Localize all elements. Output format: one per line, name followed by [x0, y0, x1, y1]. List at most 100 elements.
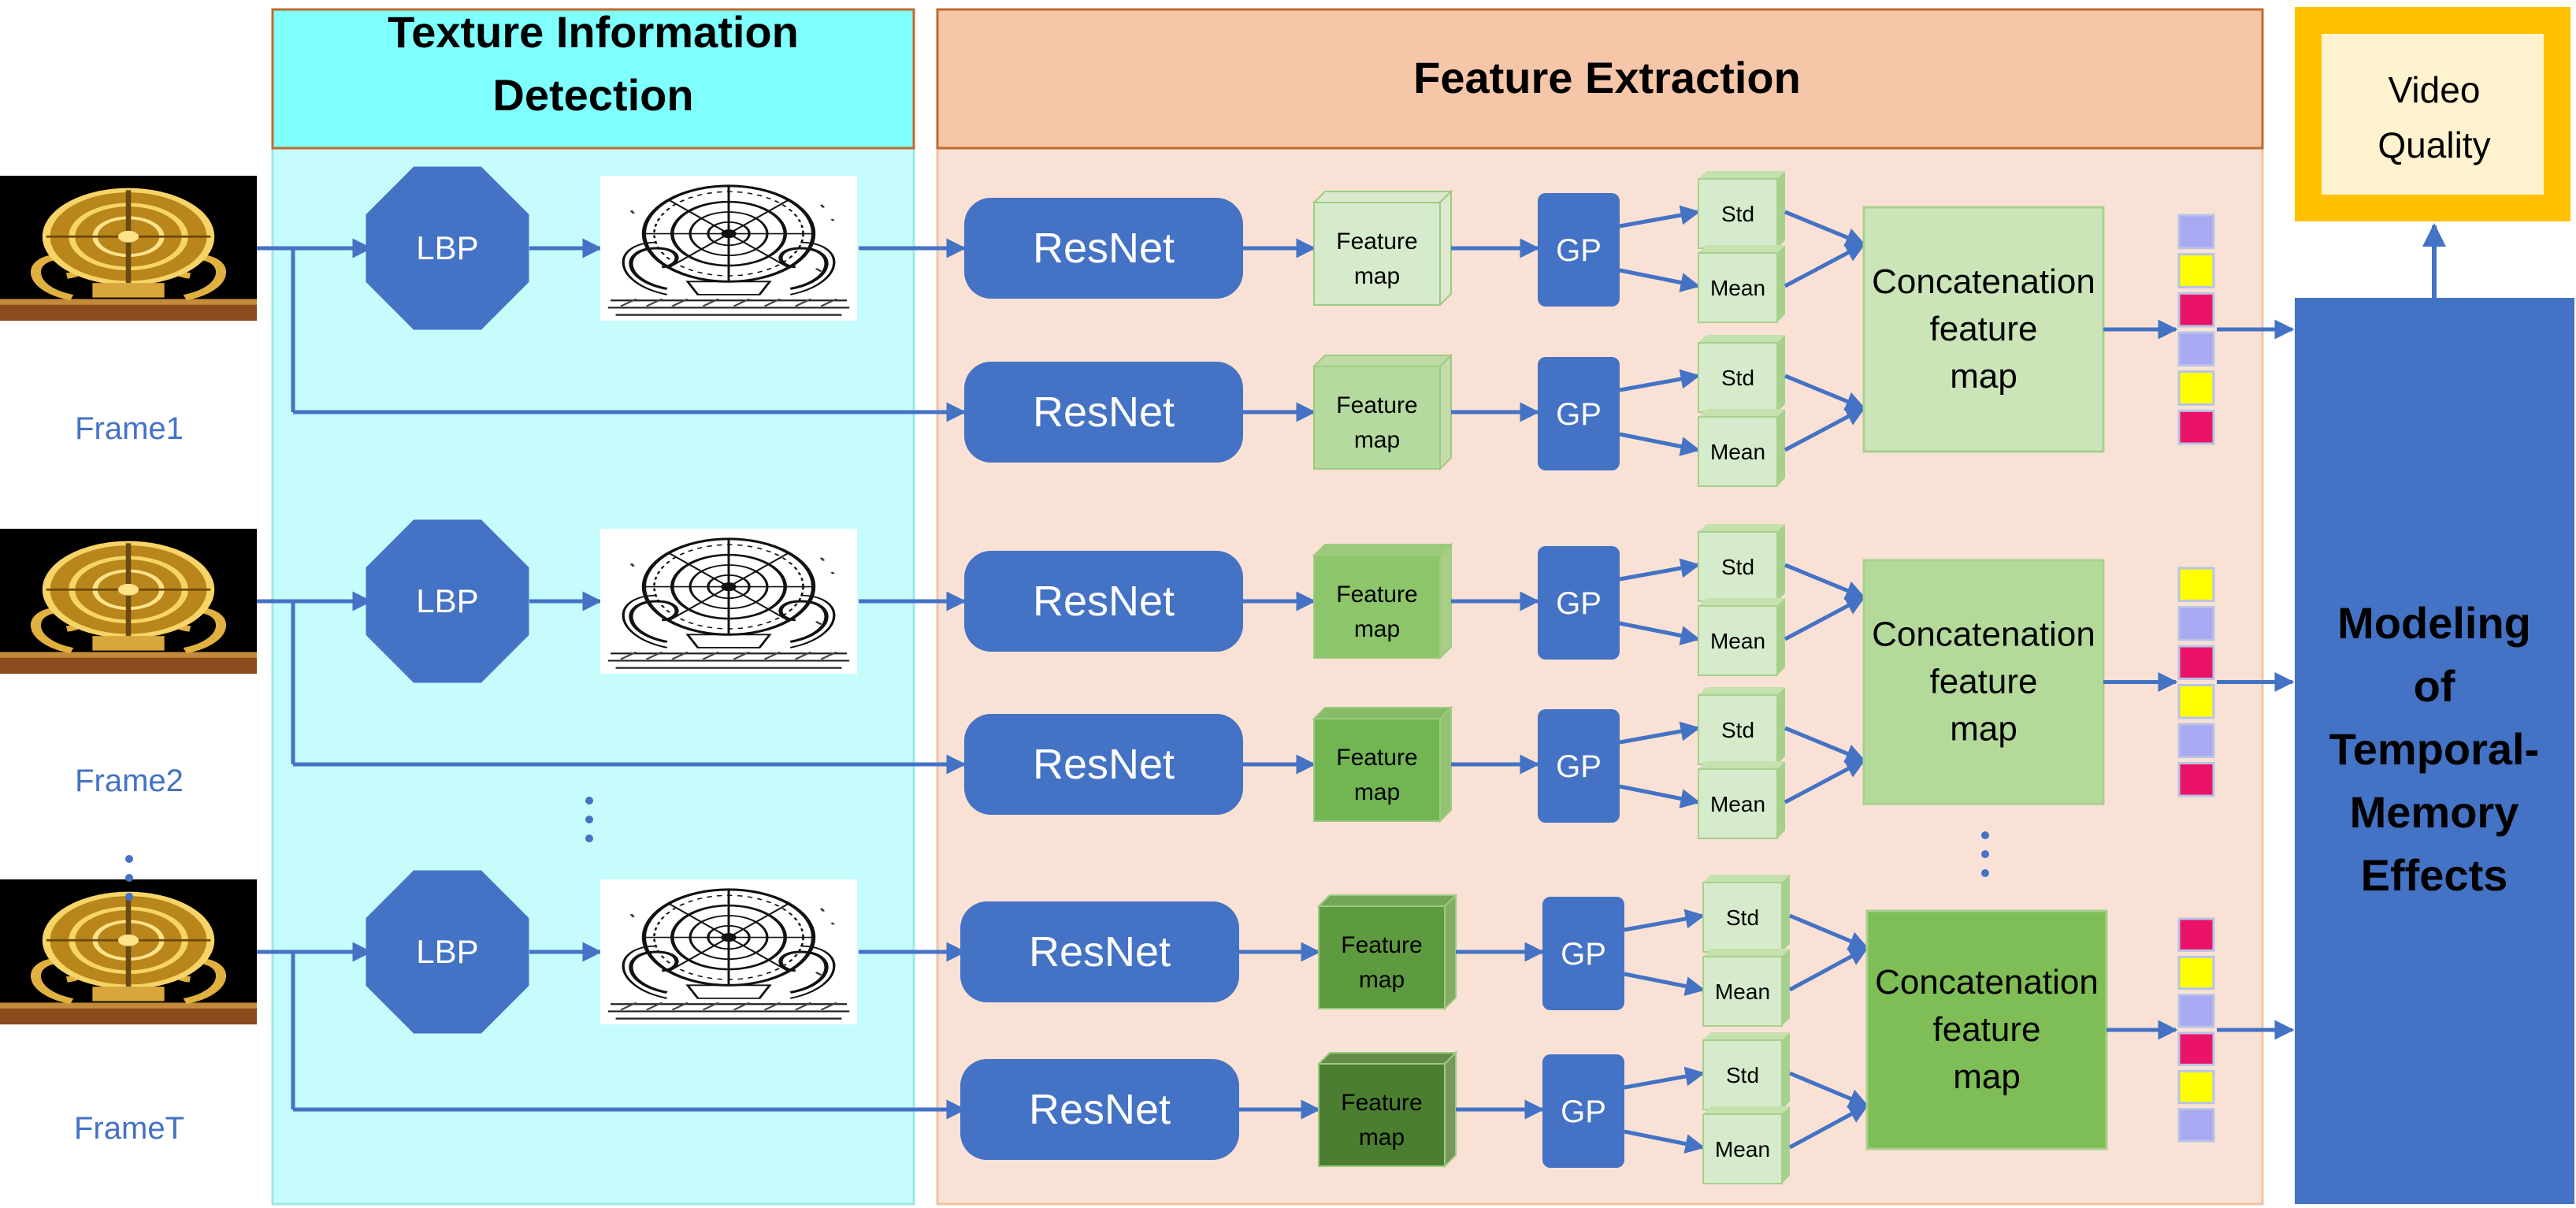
- mean-box-label: Mean: [1710, 792, 1765, 816]
- feature-map-cube-top: [1316, 894, 1458, 907]
- concat-label: map: [1950, 357, 2017, 396]
- mean-box: [1698, 416, 1778, 487]
- feature-map-label: map: [1354, 779, 1400, 805]
- gp-block: [1538, 546, 1620, 660]
- std-box-side: [1777, 687, 1785, 764]
- gp-label: GP: [1556, 233, 1602, 268]
- gp-label: GP: [1556, 749, 1602, 784]
- connector-arrow: [1788, 946, 1869, 992]
- gp-label: GP: [1556, 397, 1602, 432]
- std-box-top: [1698, 687, 1785, 695]
- resnet-label: ResNet: [1033, 578, 1175, 625]
- mean-box-side: [1782, 1106, 1790, 1184]
- feature-header-box: [936, 8, 2264, 150]
- feature-map-cube-top: [1312, 707, 1453, 719]
- concat-label: Concatenation: [1875, 963, 2099, 1002]
- resnet-block: [964, 714, 1243, 815]
- lbp-octagon: [366, 870, 529, 1034]
- feature-vector-cell: [2177, 214, 2215, 250]
- frame-ellipsis: [125, 893, 133, 901]
- frame-label-1: Frame1: [75, 411, 184, 446]
- std-box-side: [1782, 875, 1790, 952]
- std-box-label: Std: [1726, 905, 1759, 930]
- feature-map-cube-side: [1439, 705, 1452, 823]
- feature-map-label: Feature: [1336, 582, 1417, 608]
- connector-arrow: [1788, 1103, 1869, 1150]
- std-box-top: [1698, 524, 1785, 532]
- feature-vector-cell: [2177, 645, 2215, 680]
- feature-vector-cell: [2177, 994, 2215, 1028]
- feature-map-cube-side: [1444, 893, 1457, 1011]
- connector-arrow: [1784, 406, 1866, 452]
- connector-arrow: [1619, 721, 1701, 745]
- mean-box-label: Mean: [1715, 979, 1770, 1004]
- std-box-side: [1777, 524, 1785, 601]
- frame-label-2: Frame2: [75, 764, 184, 798]
- mean-box-side: [1777, 245, 1785, 322]
- concatenation-block: [1865, 909, 2108, 1150]
- gp-label: GP: [1561, 937, 1606, 972]
- std-box-side: [1782, 1032, 1790, 1110]
- mean-box-top: [1698, 761, 1785, 769]
- gp-label: GP: [1561, 1095, 1606, 1129]
- modeling-box: [2295, 298, 2574, 1204]
- connector-arrow: [1784, 563, 1866, 600]
- feature-vector-cell: [2177, 684, 2215, 719]
- std-box-top: [1703, 875, 1790, 883]
- feature-map-cube: [1313, 718, 1441, 822]
- mean-box-top: [1698, 598, 1785, 606]
- connector-arrow: [1624, 1129, 1706, 1154]
- feature-map-label: Feature: [1336, 392, 1417, 418]
- connector-arrow: [1784, 726, 1866, 764]
- std-box-side: [1777, 335, 1785, 412]
- feature-map-cube-top: [1312, 191, 1453, 203]
- connector-arrow: [1784, 595, 1866, 641]
- gp-block: [1538, 357, 1620, 470]
- mean-box: [1698, 768, 1778, 839]
- mean-box-side: [1777, 761, 1785, 838]
- lbp-label: LBP: [416, 229, 478, 266]
- std-box-label: Std: [1721, 555, 1754, 579]
- concatenation-block: [1862, 206, 2105, 453]
- resnet-label: ResNet: [1033, 741, 1175, 788]
- mean-box-label: Mean: [1715, 1137, 1770, 1162]
- feature-vector-cell: [2177, 762, 2215, 797]
- mean-box-label: Mean: [1710, 276, 1765, 300]
- feature-vector-cell: [2177, 253, 2215, 288]
- lbp-texture-image: [600, 176, 857, 321]
- connector-arrow: [1619, 205, 1701, 229]
- std-box: [1702, 1039, 1783, 1110]
- std-box: [1698, 342, 1778, 413]
- concat-label: feature: [1933, 1010, 2041, 1049]
- lbp-ellipsis: [585, 797, 593, 805]
- mean-box-label: Mean: [1710, 440, 1765, 464]
- feature-vector-cell: [2177, 1069, 2215, 1105]
- concat-label: Concatenation: [1872, 615, 2095, 654]
- concat-label: map: [1950, 710, 2017, 749]
- concat-label: feature: [1930, 310, 2038, 348]
- feature-map-cube: [1313, 202, 1441, 306]
- connector-arrow: [1624, 909, 1706, 932]
- connector-arrow: [1624, 1066, 1706, 1090]
- concat-ellipsis: [1981, 831, 1989, 839]
- feature-vector-cell: [2177, 409, 2215, 445]
- connector-arrow: [1784, 242, 1866, 288]
- gp-block: [1538, 709, 1620, 823]
- connector-arrow: [1619, 432, 1701, 456]
- feature-map-cube-side: [1439, 353, 1452, 471]
- mean-box: [1702, 1113, 1783, 1184]
- feature-map-label: Feature: [1336, 229, 1417, 255]
- frame-label-3: FrameT: [74, 1111, 184, 1146]
- std-box-side: [1777, 171, 1785, 248]
- feature-map-cube-side: [1444, 1050, 1457, 1169]
- connector-arrow: [1784, 758, 1866, 805]
- lbp-texture-image: [600, 529, 857, 674]
- frame-thumbnail: [0, 176, 257, 321]
- feature-map-label: Feature: [1341, 1090, 1422, 1116]
- resnet-block: [964, 551, 1243, 652]
- mean-box-top: [1698, 245, 1785, 253]
- texture-header-box: [271, 8, 915, 150]
- mean-box-top: [1703, 949, 1790, 957]
- feature-vector-cell: [2177, 723, 2215, 758]
